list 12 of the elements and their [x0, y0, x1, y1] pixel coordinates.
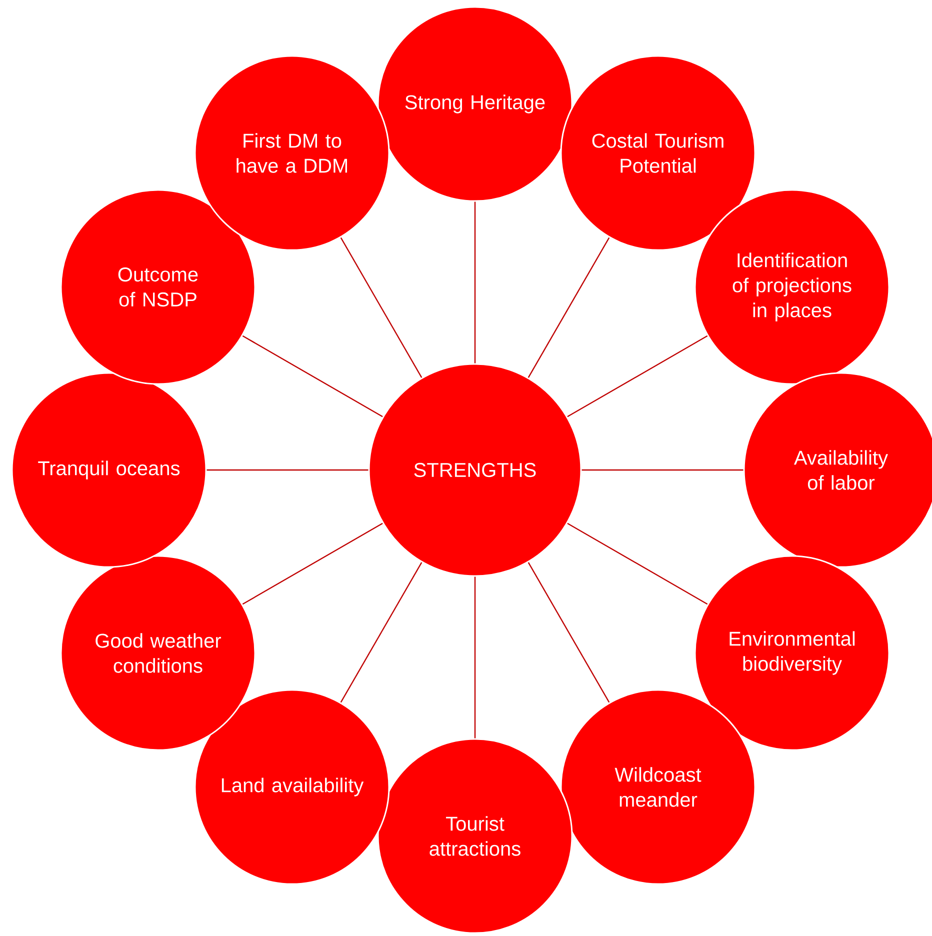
- connector-line: [242, 522, 383, 605]
- connector-line: [567, 335, 708, 418]
- connector-line: [567, 522, 708, 605]
- connector-line: [528, 562, 610, 703]
- connector-line: [474, 576, 476, 738]
- connector-line: [340, 237, 422, 378]
- connector-line: [528, 237, 610, 378]
- connector-line: [206, 469, 368, 471]
- connector-line: [474, 202, 476, 364]
- connector-line: [582, 469, 744, 471]
- connector-line: [242, 335, 383, 418]
- connector-line: [340, 562, 422, 703]
